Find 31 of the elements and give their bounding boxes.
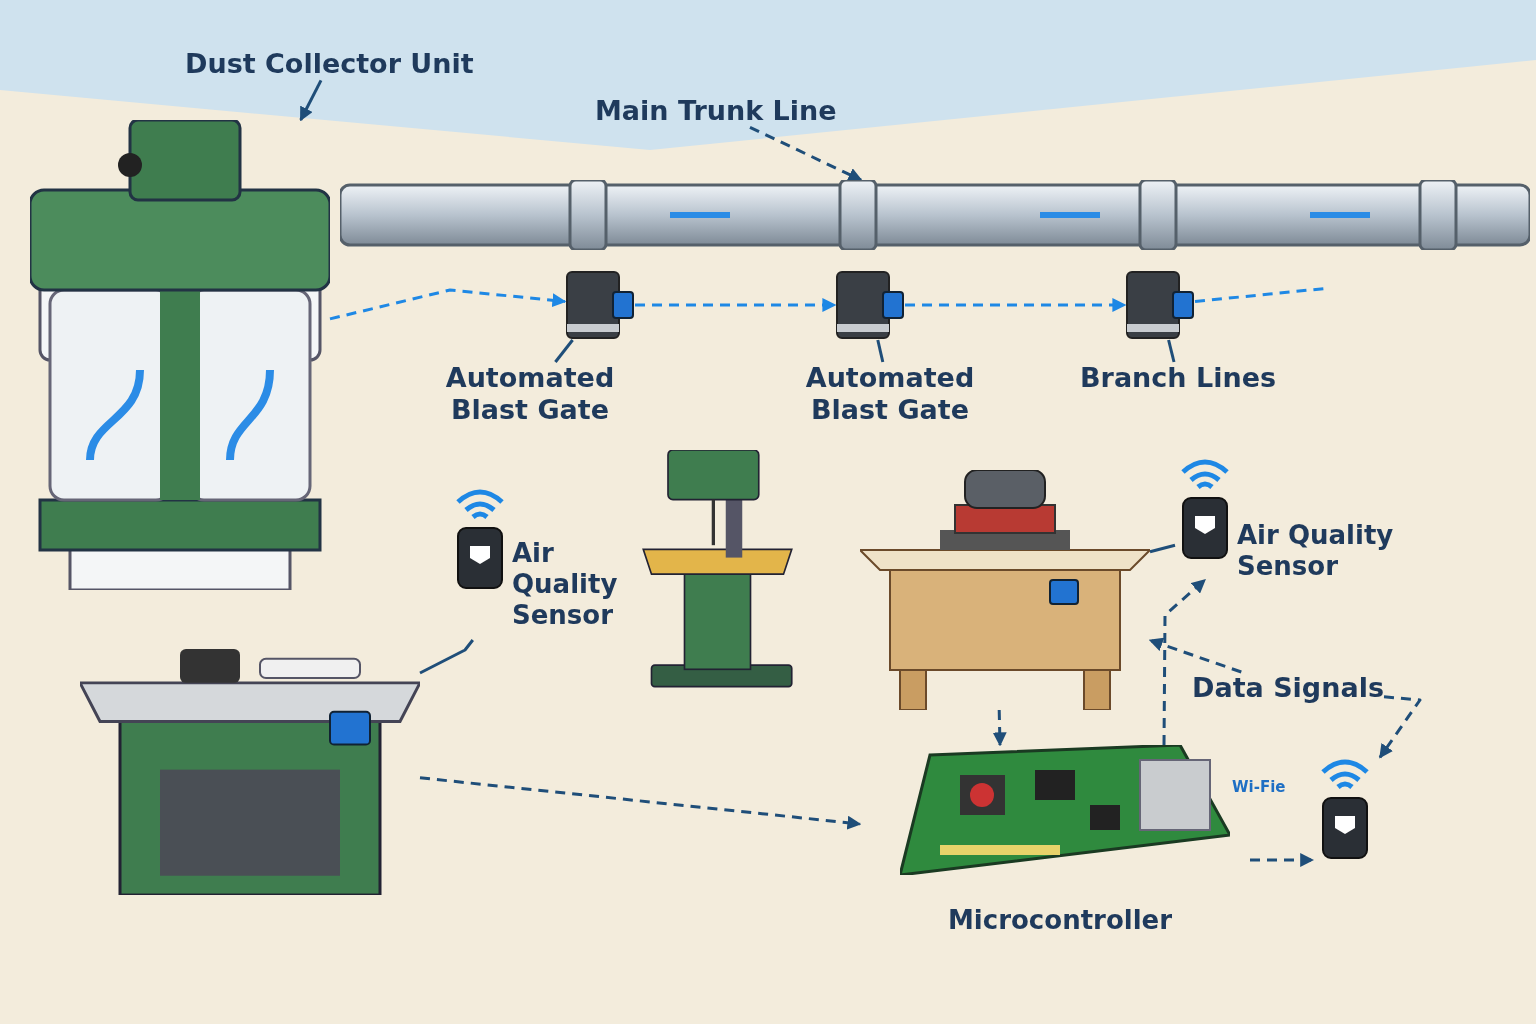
dashed-arrow xyxy=(329,288,567,321)
dashed-arrow xyxy=(419,776,862,830)
device-label: Microcontroller xyxy=(946,905,1174,937)
dust-collector-drawing xyxy=(30,120,330,590)
dashed-arrow xyxy=(1378,695,1422,759)
leader-line xyxy=(1167,339,1176,363)
leader-line xyxy=(876,339,885,363)
callout-label: Branch Lines xyxy=(1080,362,1277,395)
callout-label: Main Trunk Line xyxy=(595,95,837,128)
device-label: Air Quality Sensor xyxy=(1237,520,1395,583)
callout-label: Automated Blast Gate xyxy=(790,362,990,427)
duct-pipe-drawing xyxy=(340,180,1530,250)
dashed-arrow xyxy=(1162,578,1206,745)
callout-label: Automated Blast Gate xyxy=(430,362,630,427)
cable-line xyxy=(1149,543,1176,554)
device-label: Air Quality Sensor xyxy=(512,538,619,632)
wireless-label: Wi-Fie xyxy=(1232,778,1286,796)
leader-line xyxy=(554,339,574,363)
blast-gate-drawing xyxy=(565,270,635,340)
dashed-arrow xyxy=(1148,637,1242,674)
workbench-drawing xyxy=(860,470,1150,710)
blast-gate-drawing xyxy=(835,270,905,340)
dashed-arrow xyxy=(992,709,1007,747)
dashed-arrow xyxy=(1250,853,1315,867)
callout-label: Data Signals xyxy=(1192,672,1384,705)
dashed-arrow xyxy=(905,298,1127,312)
cable-line xyxy=(419,639,474,675)
blast-gate-drawing xyxy=(1125,270,1195,340)
leader-line xyxy=(299,79,323,122)
callout-label: Dust Collector Unit xyxy=(185,48,474,81)
dashed-arrow xyxy=(635,298,837,312)
